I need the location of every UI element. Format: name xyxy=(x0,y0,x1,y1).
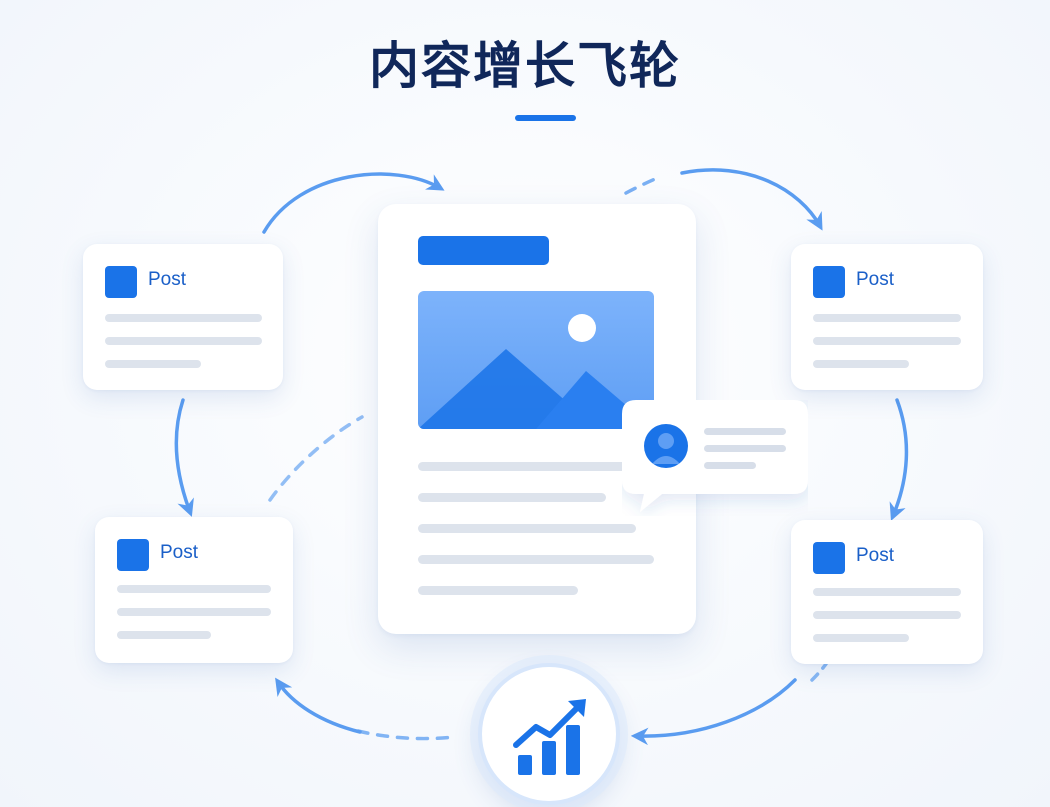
text-line-placeholder xyxy=(418,462,654,471)
text-line-placeholder xyxy=(105,337,262,345)
growth-chart-icon xyxy=(513,699,586,775)
post-card-label: Post xyxy=(160,542,199,563)
growth-hub xyxy=(478,663,620,805)
mountain-sun-image-icon xyxy=(418,291,654,429)
post-card-bottom-right: Post xyxy=(791,520,983,664)
content-header-bar xyxy=(418,236,549,265)
text-line-placeholder xyxy=(813,314,961,322)
diagram-title: 内容增长飞轮 xyxy=(369,37,681,95)
user-avatar-icon xyxy=(644,424,688,468)
text-line-placeholder xyxy=(813,611,961,619)
post-card-label: Post xyxy=(856,545,895,566)
post-square-icon xyxy=(813,266,845,298)
arrow-bottom-to-left xyxy=(275,677,362,734)
arrow-dashed-bottom-right xyxy=(810,662,828,682)
text-line-placeholder xyxy=(105,360,201,368)
post-card-label: Post xyxy=(148,269,187,290)
text-line-placeholder xyxy=(418,524,636,533)
arrow-dashed-left-diagonal xyxy=(268,415,364,502)
post-square-icon xyxy=(117,539,149,571)
text-line-placeholder xyxy=(117,608,271,616)
text-line-placeholder xyxy=(105,314,262,322)
text-line-placeholder xyxy=(117,585,271,593)
text-line-placeholder xyxy=(813,337,961,345)
arrow-left-down xyxy=(174,398,194,517)
post-card-bottom-left: Post xyxy=(95,517,293,663)
arrow-dashed-top-right-start xyxy=(624,174,664,195)
text-line-placeholder xyxy=(117,631,211,639)
text-line-placeholder xyxy=(813,360,909,368)
text-line-placeholder xyxy=(418,586,578,595)
text-line-placeholder xyxy=(418,493,606,502)
text-line-placeholder xyxy=(704,462,756,469)
post-card-label: Post xyxy=(856,269,895,290)
arrow-right-down xyxy=(889,398,909,521)
post-square-icon xyxy=(105,266,137,298)
text-line-placeholder xyxy=(418,555,654,564)
text-line-placeholder xyxy=(813,588,961,596)
text-line-placeholder xyxy=(704,445,786,452)
title-underline xyxy=(515,115,576,121)
arrow-main-to-topright xyxy=(680,168,823,231)
post-card-top-left: Post xyxy=(83,244,283,390)
comment-bubble xyxy=(622,400,808,512)
text-line-placeholder xyxy=(813,634,909,642)
arrow-bottomright-to-hub xyxy=(630,678,797,746)
arrow-topleft-to-main xyxy=(262,172,445,234)
arrow-dashed-bottom-left xyxy=(356,729,457,741)
text-line-placeholder xyxy=(704,428,786,435)
post-square-icon xyxy=(813,542,845,574)
post-card-top-right: Post xyxy=(791,244,983,390)
